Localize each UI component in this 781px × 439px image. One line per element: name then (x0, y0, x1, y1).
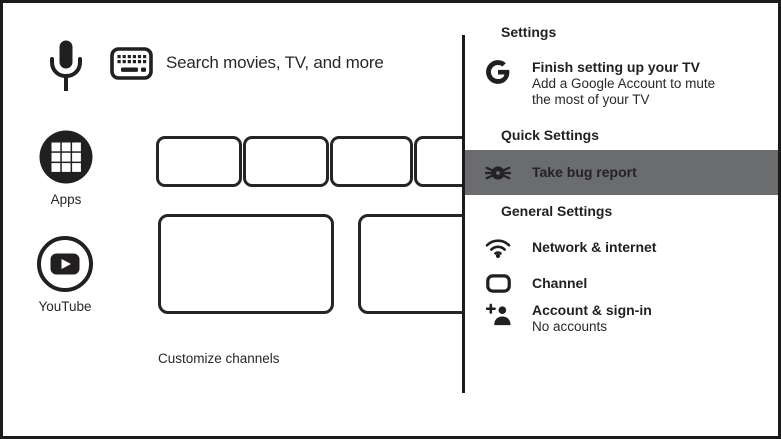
apps-grid-icon (39, 130, 93, 184)
keyboard-icon (110, 47, 153, 80)
keyboard-search-button[interactable] (110, 47, 153, 80)
finish-setup-title: Finish setting up your TV (532, 59, 700, 75)
bug-icon (485, 160, 511, 186)
settings-item-take-bug-report[interactable]: Take bug report (465, 150, 778, 195)
account-signin-sublabel: No accounts (532, 319, 608, 334)
settings-item-network-internet[interactable]: Network & internet (465, 233, 778, 261)
wifi-icon (485, 234, 511, 260)
finish-setup-subtitle-line1: Add a Google Account to mute (532, 76, 716, 91)
youtube-label: YouTube (38, 299, 92, 314)
apps-label: Apps (50, 192, 82, 207)
settings-panel: Settings Finish setting up your TV Add a… (465, 3, 778, 436)
channel-label: Channel (532, 274, 588, 291)
channel-icon (485, 270, 511, 296)
app-tile[interactable] (330, 136, 413, 187)
settings-title: Settings (501, 24, 557, 40)
panel-divider (462, 35, 465, 393)
settings-item-finish-setup[interactable]: Finish setting up your TV Add a Google A… (465, 59, 778, 108)
section-header-quick-settings: Quick Settings (501, 127, 600, 143)
customize-channels-button[interactable]: Customize channels (158, 351, 280, 366)
finish-setup-subtitle-line2: the most of your TV (532, 92, 650, 107)
settings-item-account-signin[interactable]: Account & sign-in No accounts (465, 302, 778, 335)
section-header-general-settings: General Settings (501, 203, 613, 219)
youtube-icon (37, 236, 93, 292)
account-signin-label: Account & sign-in (532, 302, 652, 318)
app-tile[interactable] (156, 136, 242, 187)
microphone-icon (50, 40, 82, 91)
google-g-icon (485, 59, 511, 85)
apps-button[interactable] (39, 130, 93, 184)
take-bug-report-label: Take bug report (532, 164, 637, 180)
app-tile[interactable] (243, 136, 329, 187)
settings-item-channel[interactable]: Channel (465, 269, 778, 297)
voice-search-button[interactable] (49, 39, 83, 93)
network-internet-label: Network & internet (532, 238, 657, 255)
channel-card[interactable] (158, 214, 334, 314)
search-text[interactable]: Search movies, TV, and more (166, 53, 384, 72)
youtube-button[interactable] (36, 235, 94, 293)
account-icon (485, 302, 511, 328)
